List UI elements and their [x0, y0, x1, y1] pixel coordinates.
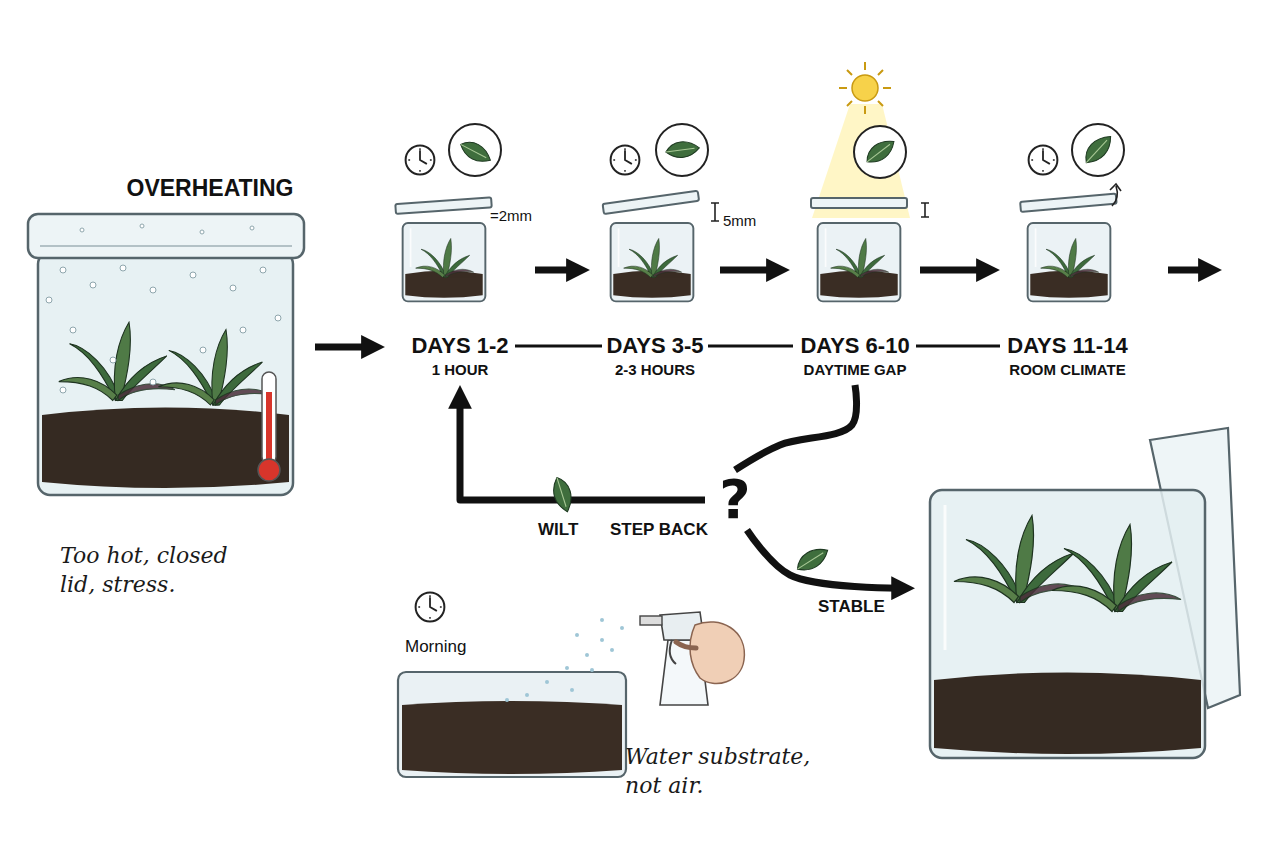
- node-note: Water substrate, not air.: [625, 743, 815, 800]
- lid-edge: [40, 245, 292, 247]
- tub-body: [930, 490, 1205, 758]
- bottle-nozzle: [640, 616, 662, 625]
- stage-days: DAYS 11-14: [1000, 333, 1135, 359]
- connectors: [315, 270, 984, 588]
- stage-box: DAYS 3-5 2-3 HOURS: [590, 195, 720, 385]
- tray: [398, 672, 626, 777]
- stage-days: DAYS 1-2: [385, 333, 535, 359]
- clock-icon: [416, 593, 445, 622]
- leaf-badge: [1072, 124, 1124, 176]
- wilt-leaf-icon: [545, 477, 580, 511]
- clock-icon: [406, 146, 435, 175]
- sun: [852, 75, 878, 101]
- stage-tub: [611, 223, 694, 301]
- sun-rays: [839, 62, 891, 114]
- lift-arrow: [1110, 184, 1121, 206]
- wilted-leaf: [461, 138, 491, 167]
- edge-label: STEP BACK: [610, 520, 708, 540]
- stage-tub: [403, 223, 486, 301]
- gap-bracket: [921, 203, 929, 217]
- flow-arrow: [535, 267, 574, 274]
- edge-label: STABLE: [818, 597, 885, 617]
- healthy-leaf: [1086, 137, 1111, 163]
- decision-mark: ?: [705, 470, 765, 530]
- status-icons: [545, 477, 828, 575]
- timeline-line: [515, 345, 1000, 348]
- gap-dimension: =2mm: [490, 207, 532, 224]
- tub-lid: [811, 198, 907, 208]
- recovering-leaf: [666, 133, 700, 167]
- node-heading: OVERHEATING: [110, 175, 310, 202]
- overheating-tub: [28, 214, 304, 495]
- flow-arrow: [315, 344, 369, 351]
- stage-box: DAYS 6-10DAYTIME GAP: [790, 195, 920, 385]
- clock-icon: [1029, 146, 1058, 175]
- stable-box: [915, 430, 1235, 765]
- node-note: Too hot, closed lid, stress.: [60, 542, 245, 599]
- flow-arrow: [720, 267, 774, 274]
- overheating-box: OVERHEATING Too hot, closed lid, stress.: [15, 170, 315, 610]
- thermometer-bulb: [258, 459, 280, 481]
- stage-tubs: [395, 184, 1121, 301]
- gap-dimension: 5mm: [723, 212, 756, 229]
- flow-arrow: [920, 267, 984, 274]
- stage-duration: 2-3 HOURS: [590, 361, 720, 378]
- tub-lid: [28, 214, 304, 258]
- tub-shine: [944, 505, 947, 650]
- flow-arrow: [460, 401, 705, 500]
- condensation: [46, 224, 281, 393]
- clock-icon: [611, 146, 640, 175]
- stage-duration: 1 HOUR: [385, 361, 535, 378]
- tub-lid: [1020, 194, 1117, 212]
- time-label: Morning: [405, 637, 466, 657]
- gap-bracket: [711, 203, 719, 221]
- stage-days: DAYS 3-5: [590, 333, 720, 359]
- plant: [59, 322, 175, 400]
- firm-leaf: [867, 137, 894, 165]
- stable-leaf-icon: [797, 544, 828, 576]
- tray-soil: [402, 701, 622, 774]
- thermometer-tube: [262, 372, 276, 464]
- stage-days: DAYS 6-10: [790, 333, 920, 359]
- spray-mist: [505, 618, 624, 702]
- flow-arrow: [747, 530, 899, 588]
- status-label: WILT: [538, 520, 578, 540]
- stage-duration: ROOM CLIMATE: [1000, 361, 1135, 378]
- decision-text: ?: [705, 470, 765, 530]
- stage-duration: DAYTIME GAP: [790, 361, 920, 378]
- continue-arrow: [1168, 267, 1206, 274]
- leaf-badge: [656, 124, 708, 176]
- leaf-badge: [449, 124, 501, 176]
- finger: [676, 642, 696, 648]
- tub-soil: [934, 673, 1201, 755]
- thermometer-mercury: [266, 392, 272, 462]
- plant: [1052, 525, 1181, 612]
- stage-tub: [1028, 223, 1111, 301]
- tub-soil: [42, 408, 289, 489]
- watering-box: MorningWater substrate, not air.: [385, 585, 815, 805]
- tub-lid: [603, 191, 699, 214]
- stage-icons: [406, 62, 1124, 178]
- plant: [158, 330, 270, 405]
- stage-box: DAYS 11-14ROOM CLIMATE: [1000, 195, 1135, 385]
- hand: [690, 622, 744, 684]
- sun-beam: [812, 104, 910, 218]
- tub-lid: [395, 197, 491, 214]
- leaf-badge: [854, 126, 906, 178]
- stage-tub: [818, 223, 901, 301]
- tub-body: [38, 252, 293, 495]
- stable-tub: [930, 428, 1240, 758]
- flow-arrow: [735, 385, 857, 470]
